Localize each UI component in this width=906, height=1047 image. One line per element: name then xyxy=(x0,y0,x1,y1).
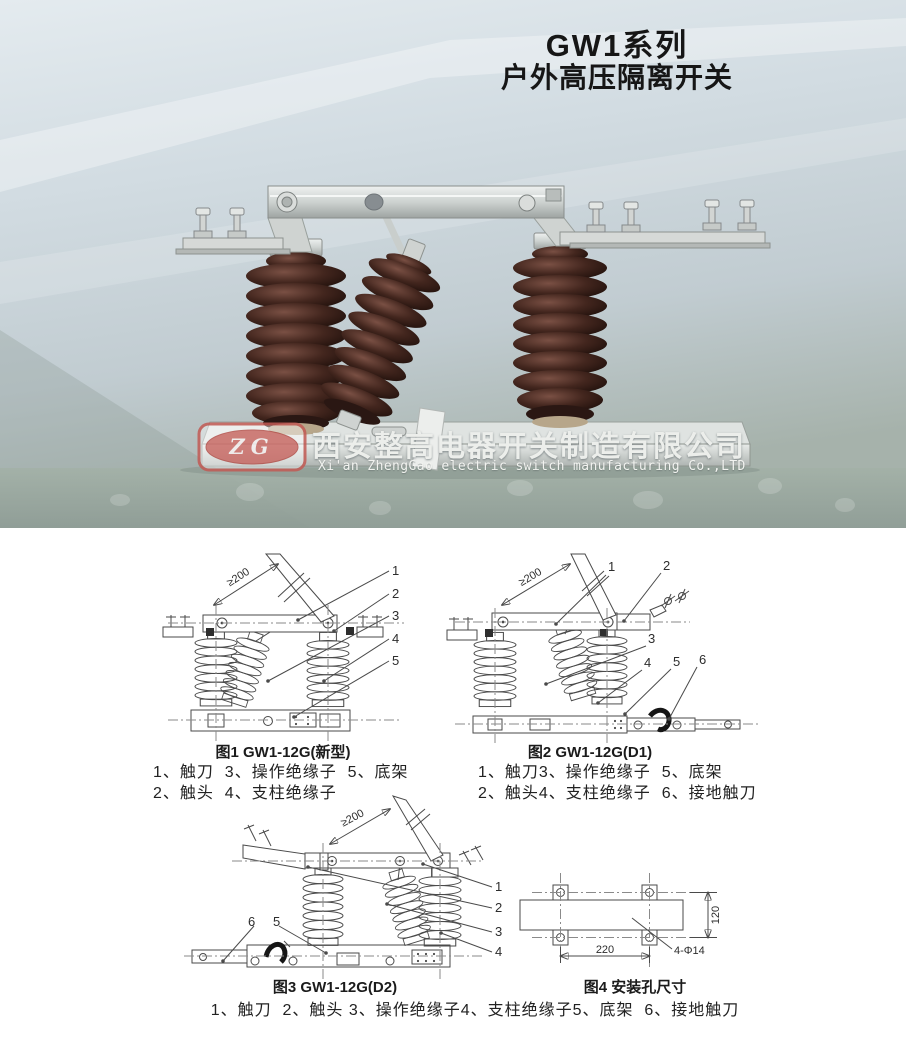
top-bar xyxy=(267,185,565,219)
callout-5: 5 xyxy=(673,654,680,669)
strap xyxy=(411,407,446,471)
terminal-bolts-right xyxy=(586,199,757,233)
left-insulator xyxy=(246,238,346,435)
callout-3: 3 xyxy=(648,631,655,646)
callout-2: 2 xyxy=(392,586,399,601)
contact-blade xyxy=(391,795,444,862)
dimension-label: ≥200 xyxy=(517,566,544,589)
pivot-pin xyxy=(371,426,407,437)
right-bolts xyxy=(458,845,484,866)
bar-hole xyxy=(364,193,384,211)
callout-3: 3 xyxy=(392,608,399,623)
figure2-caption: 图2 GW1-12G(D1) xyxy=(527,744,653,761)
callout-1: 1 xyxy=(392,563,399,578)
callout-leaders xyxy=(544,572,698,721)
dimension-label: ≥200 xyxy=(339,807,366,829)
figure4-drawing: 120 220 4-Φ14 xyxy=(519,873,722,967)
middle-insulator xyxy=(321,238,441,431)
width-dimension: 220 xyxy=(596,944,614,956)
hole-label: 4-Φ14 xyxy=(674,945,705,957)
company-name-cn: 西安整高电器开关制造有限公司 xyxy=(312,431,747,463)
right-terminal xyxy=(559,199,771,249)
figure3-legend: 1、触刀 2、触头 3、操作绝缘子4、支柱绝缘子5、底架 6、接地触刀 xyxy=(210,1002,740,1019)
left-terminal xyxy=(175,207,291,255)
terminal-bolts-left xyxy=(193,207,247,239)
series-title: GW1系列 xyxy=(545,28,689,63)
callout-4: 4 xyxy=(392,631,399,646)
bokeh-highlights xyxy=(110,478,855,515)
mounting-channel xyxy=(519,899,684,931)
callout-5: 5 xyxy=(273,914,280,929)
figure2-drawing: ≥200 1 2 3 4 5 6 xyxy=(446,553,760,743)
figure3-caption: 图3 GW1-12G(D2) xyxy=(272,979,398,996)
callout-1: 1 xyxy=(495,879,502,894)
callout-2: 2 xyxy=(495,900,502,915)
callout-2: 2 xyxy=(663,558,670,573)
right-insulator xyxy=(513,232,607,428)
left-bracket xyxy=(242,844,306,870)
logo-text: ZG xyxy=(228,434,274,459)
bar-bolt-right xyxy=(518,194,536,212)
figure3-drawing: ≥200 6 5 1 2 3 4 xyxy=(184,795,502,980)
figure1-legend-line2: 2、触头 4、支柱绝缘子 xyxy=(153,785,337,802)
callout-3: 3 xyxy=(495,924,502,939)
callout-5: 5 xyxy=(392,653,399,668)
product-photo-image xyxy=(0,0,906,528)
disconnect-switch xyxy=(175,185,771,479)
height-dimension: 120 xyxy=(710,906,722,924)
earthing-blade xyxy=(648,707,672,733)
figure1-caption: 图1 GW1-12G(新型) xyxy=(215,744,351,761)
spring-bolts xyxy=(660,588,690,609)
terminal-bolts xyxy=(449,617,473,630)
callout-4: 4 xyxy=(495,944,502,959)
dimension-line xyxy=(214,564,278,605)
company-logo: ZG xyxy=(197,422,307,472)
figure4-caption: 图4 安装孔尺寸 xyxy=(583,979,687,996)
callout-6: 6 xyxy=(699,652,706,667)
contact-blade xyxy=(264,553,335,623)
company-name-en: Xi'an ZhengGao electric switch manufactu… xyxy=(318,459,746,474)
callout-leaders xyxy=(266,570,390,719)
callout-leaders xyxy=(221,862,493,963)
figure1-drawing: ≥200 1 2 3 4 5 xyxy=(162,553,404,743)
callout-6: 6 xyxy=(248,914,255,929)
figure2-legend-line1: 1、触刀3、操作绝缘子 5、底架 xyxy=(478,764,723,781)
operating-insulator xyxy=(217,627,274,710)
dimension-line xyxy=(502,564,570,605)
dimension-label: ≥200 xyxy=(225,566,252,589)
figure2-legend-line2: 2、触头4、支柱绝缘子 6、接地触刀 xyxy=(478,785,757,802)
figure1-legend-line1: 1、触刀 3、操作绝缘子 5、底架 xyxy=(153,764,409,781)
page-title: GW1系列 户外高压隔离开关 xyxy=(462,30,772,94)
callout-4: 4 xyxy=(644,655,651,670)
product-photo: GW1系列 户外高压隔离开关 ZG 西安整高电器开关制造有限公司 Xi'an Z… xyxy=(0,0,906,528)
callout-1: 1 xyxy=(608,559,615,574)
earthing-blade xyxy=(263,941,288,964)
product-title: 户外高压隔离开关 xyxy=(500,62,733,93)
left-bolts xyxy=(243,824,272,847)
dimension-line xyxy=(330,809,390,844)
hole-leader xyxy=(631,917,673,950)
terminal-bolts xyxy=(166,615,382,627)
